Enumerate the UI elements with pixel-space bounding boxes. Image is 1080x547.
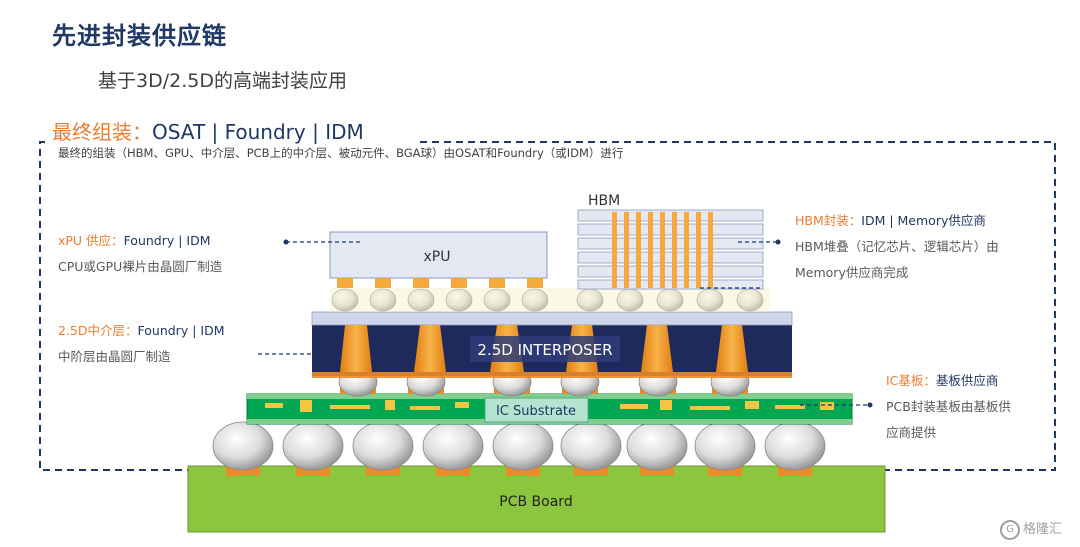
hbm-callout: HBM封装：IDM | Memory供应商 HBM堆叠（记忆芯片、逻辑芯片）由 …	[795, 208, 999, 286]
page-subtitle: 基于3D/2.5D的高端封装应用	[98, 70, 347, 92]
ic-substrate-label: IC Substrate	[496, 404, 576, 419]
page-title: 先进封装供应链	[52, 22, 227, 50]
xpu-label: xPU	[424, 249, 451, 265]
substrate-description-line2: 应商提供	[886, 425, 937, 440]
interposer-label: 2.5D INTERPOSER	[477, 341, 612, 359]
final-assembly-label: 最终组装：	[52, 120, 152, 144]
interposer-supply-players: Foundry | IDM	[137, 323, 225, 338]
hbm-stack	[577, 209, 764, 290]
hbm-tsvs	[612, 212, 713, 288]
watermark-symbol-icon: G	[1000, 519, 1020, 540]
hbm-description-line2: Memory供应商完成	[795, 265, 909, 280]
pcb-board	[187, 465, 886, 533]
xpu-supply-label: xPU 供应：	[58, 233, 124, 248]
final-assembly-players: OSAT | Foundry | IDM	[152, 120, 364, 144]
interposer-callout: 2.5D中介层：Foundry | IDM 中阶层由晶圆厂制造	[58, 318, 224, 370]
substrate-description-line1: PCB封装基板由基板供	[886, 399, 1011, 414]
interposer-label-box	[470, 336, 620, 362]
interposer-description: 中阶层由晶圆厂制造	[58, 349, 171, 364]
final-assembly-heading: 最终组装：OSAT | Foundry | IDM	[52, 116, 364, 145]
substrate-supply-label: IC基板：	[886, 373, 936, 388]
substrate-callout: IC基板：基板供应商 PCB封装基板由基板供 应商提供	[886, 368, 1011, 446]
bga-balls	[212, 421, 826, 471]
xpu-supply-players: Foundry | IDM	[123, 233, 211, 248]
xpu-bump-pads	[337, 278, 543, 288]
hbm-description-line1: HBM堆叠（记忆芯片、逻辑芯片）由	[795, 239, 999, 254]
pcb-pads	[226, 466, 812, 476]
xpu-description: CPU或GPU裸片由晶圆厂制造	[58, 259, 223, 274]
substrate-supply-players: 基板供应商	[935, 373, 999, 388]
hbm-label: HBM	[588, 193, 620, 209]
micro-bumps	[331, 288, 764, 312]
final-assembly-description: 最终的组装（HBM、GPU、中介层、PCB上的中介层、被动元件、BGA球）由OS…	[58, 146, 624, 160]
substrate-traces	[265, 400, 834, 412]
hbm-supply-players: IDM | Memory供应商	[861, 213, 986, 228]
watermark-text: 格隆汇	[1023, 522, 1063, 537]
xpu-die	[329, 231, 548, 279]
interposer-supply-label: 2.5D中介层：	[58, 323, 138, 338]
ic-substrate-label-box	[484, 397, 589, 423]
callout-leaders	[258, 239, 873, 408]
hbm-supply-label: HBM封装：	[795, 213, 862, 228]
xpu-callout: xPU 供应：Foundry | IDM CPU或GPU裸片由晶圆厂制造	[58, 228, 222, 280]
pcb-board-label: PCB Board	[499, 494, 572, 510]
